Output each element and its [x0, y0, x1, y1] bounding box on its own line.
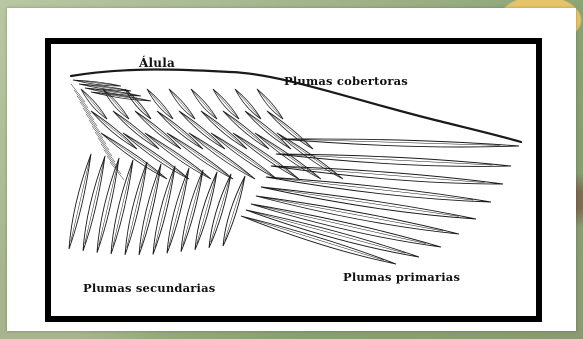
secondary-feather-2-shaft [85, 156, 105, 243]
label-alula: Álula [139, 56, 175, 70]
shading-line-5 [83, 108, 97, 126]
primary-feather-7-shaft [251, 204, 426, 244]
secondary-feather-1-shaft [71, 154, 91, 241]
shading-line-12 [104, 150, 118, 168]
label-secondaries: Plumas secundarias [83, 281, 215, 295]
secondary-feather-11-shaft [211, 174, 231, 242]
primary-feather-4-shaft [266, 177, 473, 200]
diagram-frame: Álula Plumas cobertoras Plumas secundari… [45, 38, 542, 322]
primary-feather-9-shaft [241, 216, 384, 260]
label-coverts: Plumas cobertoras [284, 74, 408, 88]
slide-card: Álula Plumas cobertoras Plumas secundari… [7, 8, 576, 331]
shading-line-11 [101, 144, 115, 162]
shading-line-9 [95, 132, 109, 150]
alula-feather-1-shaft [73, 80, 117, 86]
secondary-feather-12-shaft [225, 176, 245, 240]
shading-line-3 [77, 96, 91, 114]
shading-line-2 [74, 90, 88, 108]
label-primaries: Plumas primarias [343, 270, 460, 284]
shading-line-7 [89, 120, 103, 138]
shading-line-4 [80, 102, 94, 120]
